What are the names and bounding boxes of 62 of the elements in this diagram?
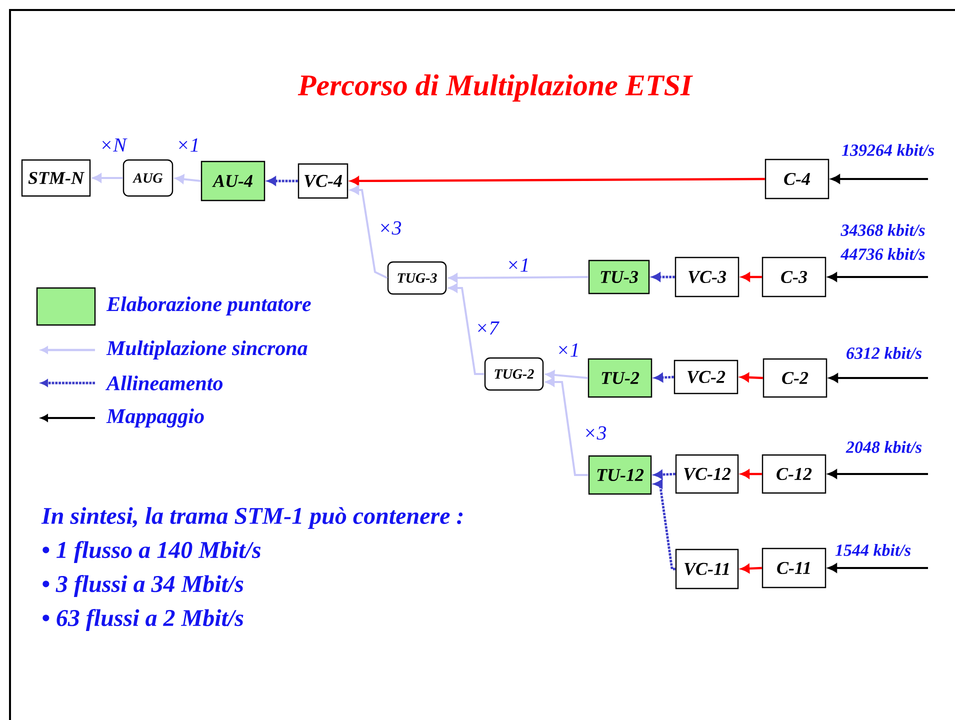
process-box: C-3: [762, 256, 826, 298]
arrow: [350, 186, 388, 279]
process-box: VC-2: [674, 360, 738, 394]
edge-label: ×1: [555, 342, 581, 358]
pointer-box: TU-12: [588, 455, 652, 495]
summary-text: • 3 flussi a 34 Mbit/s: [42, 575, 244, 598]
legend-label: Multiplazione sincrona: [106, 340, 308, 360]
edge-label: ×1: [505, 257, 531, 273]
input-arrow: [831, 174, 928, 184]
legend-label: Mappaggio: [106, 408, 204, 428]
bit-rate-label: 34368 kbit/s: [840, 224, 925, 236]
process-box: VC-12: [675, 454, 739, 494]
input-arrow: [828, 564, 928, 572]
arrow: [652, 272, 675, 282]
legend-label: Allineamento: [105, 376, 223, 390]
process-box: C-2: [762, 358, 828, 398]
arrow: [448, 273, 588, 282]
bit-rate-label: 139264 kbit/s: [842, 144, 934, 156]
edge-label: ×N: [98, 137, 128, 153]
bit-rate-label: 1544 kbit/s: [835, 544, 911, 556]
input-arrow: [828, 272, 928, 282]
arrow: [448, 284, 484, 375]
process-box: C-11: [762, 548, 826, 588]
bit-rate-label: 44736 kbit/s: [840, 248, 925, 260]
arrow: [92, 174, 123, 182]
arrow: [546, 378, 588, 476]
legend-label: Elaborazione puntatore: [106, 296, 311, 316]
input-arrow: [828, 470, 928, 478]
input-arrow: [829, 374, 928, 382]
arrow: [546, 370, 588, 380]
process-box: STM-N: [21, 159, 91, 197]
arrow: [350, 176, 765, 186]
summary-text: • 63 flussi a 2 Mbit/s: [42, 609, 244, 632]
edge-label: ×3: [377, 220, 403, 236]
arrow: [742, 272, 762, 282]
group-box: TUG-3: [387, 261, 447, 295]
arrow: [741, 470, 762, 478]
edge-label: ×7: [474, 320, 500, 336]
arrow: [740, 373, 763, 382]
group-box: TUG-2: [484, 357, 544, 391]
process-box: VC-4: [298, 163, 348, 199]
group-box: AUG: [122, 159, 174, 197]
arrow: [654, 373, 674, 382]
bit-rate-label: 2048 kbit/s: [846, 441, 922, 453]
pointer-box: TU-3: [588, 260, 650, 294]
arrow: [654, 470, 676, 479]
summary-text: • 1 flusso a 140 Mbit/s: [42, 541, 261, 564]
process-box: VC-11: [675, 548, 739, 590]
arrow: [740, 564, 762, 573]
edge-label: ×1: [175, 137, 201, 153]
process-box: C-12: [762, 454, 826, 494]
bit-rate-label: 6312 kbit/s: [846, 347, 922, 359]
pointer-box: AU-4: [200, 160, 266, 202]
arrow: [654, 480, 676, 570]
process-box: VC-3: [674, 256, 740, 298]
process-box: C-4: [764, 158, 830, 200]
pointer-box: TU-2: [588, 358, 652, 398]
edge-label: ×3: [582, 425, 608, 441]
arrow: [267, 176, 298, 186]
summary-text: In sintesi, la trama STM-1 può contenere :: [41, 507, 463, 529]
arrow: [175, 174, 202, 184]
title: Percorso di Multiplazione ETSI: [298, 74, 693, 102]
